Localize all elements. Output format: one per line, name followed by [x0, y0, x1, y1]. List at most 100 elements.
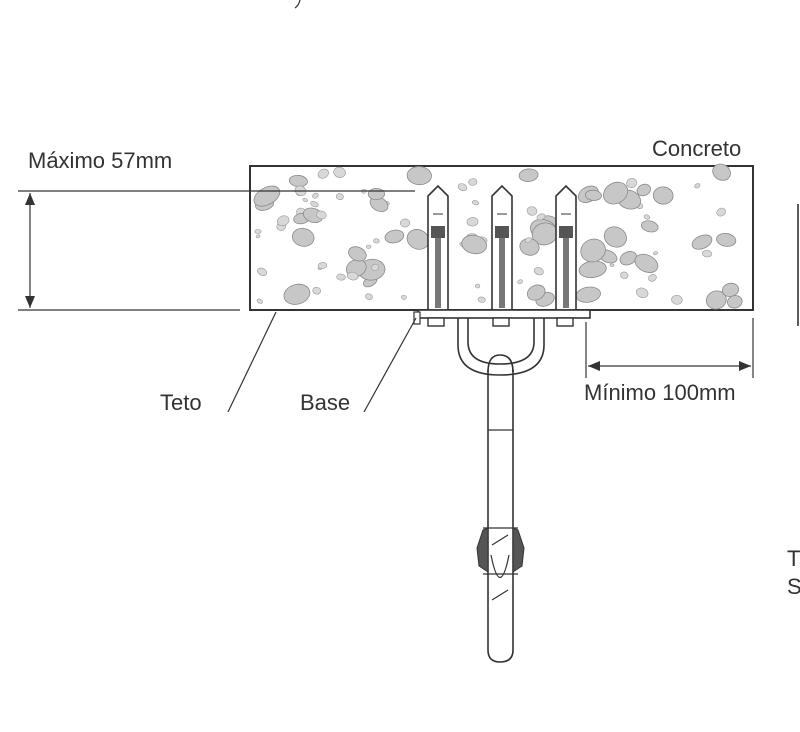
aggregate-stone: [636, 183, 651, 197]
anchor-wedge: [431, 226, 445, 238]
aggregate-stone: [603, 226, 627, 248]
aggregate-stone: [406, 166, 432, 186]
aggregate-stone: [400, 218, 411, 228]
aggregate-stone: [371, 263, 379, 271]
aggregate-stone: [475, 283, 481, 289]
base-plate-bar: [417, 309, 591, 319]
anchor-shaft: [563, 238, 569, 308]
aggregate-stone: [466, 217, 479, 227]
min-edge-dimension: Mínimo 100mm: [584, 318, 754, 405]
aggregate-stone: [346, 271, 359, 281]
aggregate-stone: [634, 253, 659, 273]
aggregate-stone: [373, 238, 380, 244]
anchor-wedge: [495, 226, 509, 238]
hanger-bracket: [457, 318, 545, 376]
aggregate-stone: [333, 166, 346, 178]
aggregate-stone: [384, 229, 405, 244]
aggregate-stone: [310, 201, 319, 208]
aggregate-stone: [524, 237, 532, 243]
max-depth-dimension: Máximo 57mm: [18, 148, 415, 311]
aggregate-stone: [580, 238, 606, 263]
aggregate-stone: [536, 213, 546, 221]
aggregate-stone: [652, 186, 674, 205]
aggregate-stone: [702, 250, 713, 258]
aggregate-stone: [671, 294, 683, 305]
aggregate-stone: [716, 207, 727, 217]
aggregate-stone: [317, 262, 328, 270]
aggregate-stone: [648, 274, 657, 282]
bracket-outer: [457, 318, 545, 376]
aggregate-stone: [277, 215, 290, 226]
aggregate-stone: [365, 244, 372, 249]
aggregate-stone: [256, 298, 263, 304]
aggregate-stone: [400, 294, 407, 300]
anchor-nut-left: [427, 317, 445, 327]
aggregate-stone: [727, 295, 743, 309]
anchor-bolt-left: [427, 184, 449, 311]
anchor-shaft: [499, 238, 505, 308]
aggregate-stone: [477, 296, 486, 303]
base-label: Base: [300, 390, 350, 415]
anchor-nut-center: [492, 317, 510, 327]
aggregate-stone: [316, 210, 327, 220]
bracket-inner: [467, 318, 535, 365]
aggregate-stone: [584, 189, 602, 201]
aggregate-stone: [336, 273, 346, 281]
aggregate-stone: [254, 229, 262, 234]
aggregate-stone: [283, 283, 311, 305]
aggregate-stone: [716, 232, 737, 247]
coupling-right-wing: [512, 527, 525, 573]
aggregate-stone: [517, 279, 523, 285]
aggregate-stone: [603, 181, 629, 205]
max-depth-arrow-top: [25, 193, 35, 205]
aggregate-stone: [526, 206, 538, 216]
anchor-shaft: [435, 238, 441, 308]
anchor-nut-right: [556, 317, 574, 327]
base-leader: [363, 317, 417, 413]
min-edge-label: Mínimo 100mm: [584, 380, 736, 405]
aggregate-stone: [471, 200, 480, 206]
aggregate-stone: [619, 251, 637, 266]
max-depth-label: Máximo 57mm: [28, 148, 172, 173]
base-plate-edge-tab: [413, 311, 421, 325]
aggregate-stone: [653, 251, 658, 256]
aggregate-stone: [468, 178, 478, 186]
coupling-left-wing: [476, 527, 489, 573]
ceiling-leader: [227, 311, 277, 413]
base-plate: [413, 309, 591, 327]
aggregate-stone: [518, 168, 539, 182]
min-edge-arrow-right: [739, 361, 751, 371]
concrete-label: Concreto: [652, 136, 741, 161]
clipped-top-glyph: [294, 0, 301, 9]
aggregate-stone: [526, 284, 546, 301]
aggregate-stone: [257, 267, 268, 276]
aggregate-stone: [317, 168, 329, 179]
rod-coupling: [476, 527, 525, 601]
max-depth-arrow-bottom: [25, 296, 35, 308]
aggregate-stone: [312, 286, 321, 295]
aggregate-stone: [291, 227, 315, 247]
hanging-rod: [476, 354, 525, 663]
ceiling-label: Teto: [160, 390, 202, 415]
aggregate-stone: [636, 287, 649, 298]
clipped-text-s: S: [787, 574, 800, 599]
aggregate-stone: [643, 214, 651, 220]
rod-bottom-end: [487, 649, 514, 663]
aggregate-stone: [461, 234, 487, 255]
aggregate-stone: [705, 290, 727, 310]
aggregate-stone: [533, 267, 544, 276]
aggregate-stone: [694, 183, 701, 189]
anchor-bolts: [427, 184, 577, 311]
aggregate-stone: [640, 220, 659, 233]
aggregate-stone: [335, 193, 344, 201]
rod-eye-loop: [487, 354, 514, 373]
aggregate-stone: [367, 187, 385, 201]
aggregate-stone: [620, 271, 629, 279]
aggregate-stone: [312, 192, 319, 199]
aggregate-stone: [626, 178, 638, 188]
anchor-bolt-right: [555, 184, 577, 311]
clipped-text-t: T: [787, 546, 800, 571]
aggregate-stone: [348, 246, 367, 262]
coupling-slot: [490, 534, 510, 601]
